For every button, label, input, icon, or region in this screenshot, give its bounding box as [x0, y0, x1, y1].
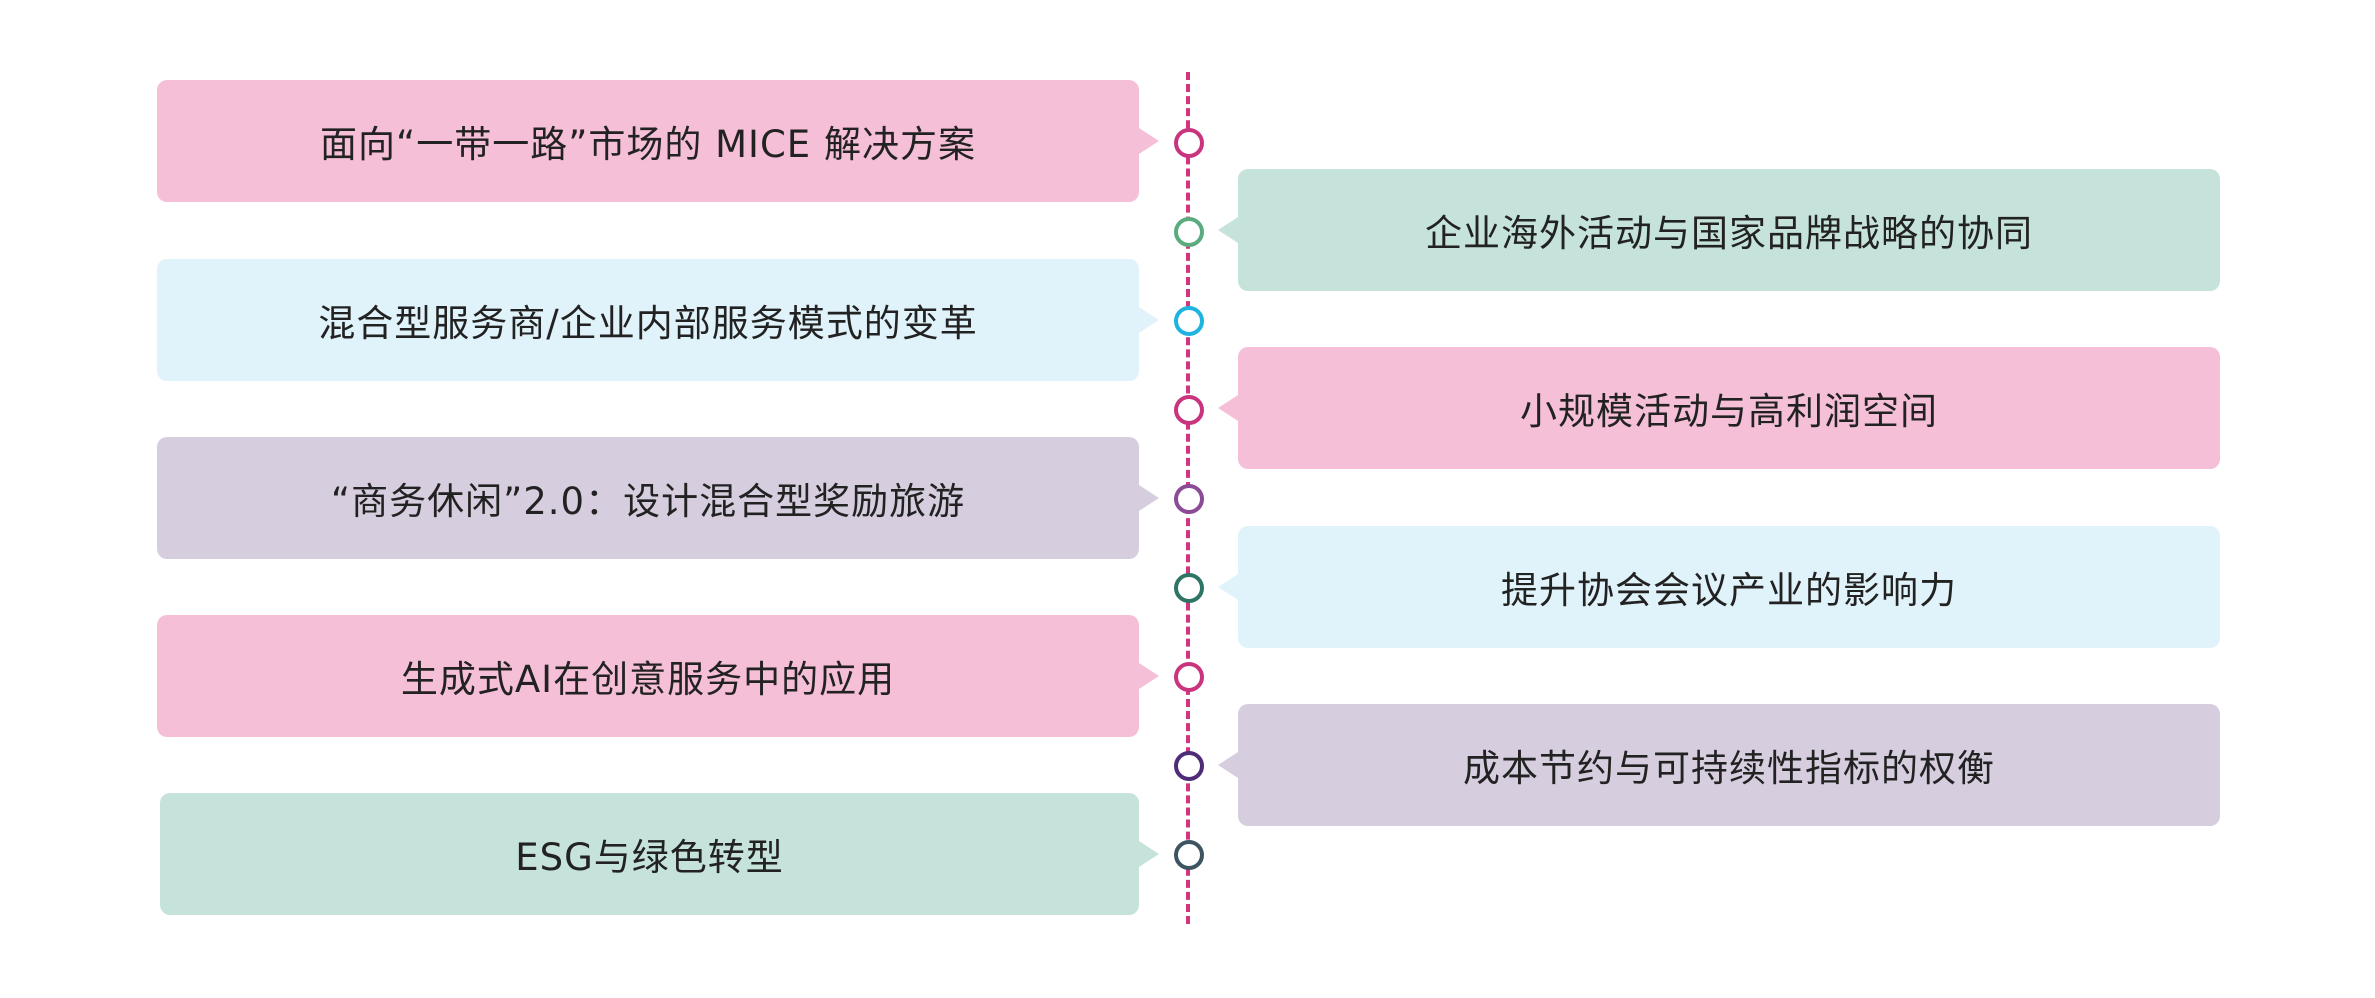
right-item-3-pointer: [1218, 574, 1238, 600]
left-item-5-label: ESG与绿色转型: [515, 836, 784, 879]
left-item-4-label: 生成式AI在创意服务中的应用: [400, 658, 896, 701]
node-right-2: [1174, 395, 1204, 425]
right-item-1: 企业海外活动与国家品牌战略的协同: [1218, 169, 2220, 291]
right-item-4: 成本节约与可持续性指标的权衡: [1218, 704, 2220, 826]
node-right-4: [1174, 751, 1204, 781]
left-item-3-label: “商务休闲”2.0：设计混合型奖励旅游: [330, 480, 966, 523]
right-item-2-pointer: [1218, 395, 1238, 421]
left-item-1-label: 面向“一带一路”市场的 MICE 解决方案: [320, 123, 976, 166]
right-item-4-pointer: [1218, 752, 1238, 778]
right-item-4-label: 成本节约与可持续性指标的权衡: [1463, 747, 1995, 790]
left-item-2-label: 混合型服务商/企业内部服务模式的变革: [318, 302, 978, 345]
node-right-3: [1174, 573, 1204, 603]
node-right-1: [1174, 217, 1204, 247]
left-item-2-pointer: [1139, 307, 1159, 333]
right-item-2-label: 小规模活动与高利润空间: [1520, 390, 1938, 433]
right-item-1-label: 企业海外活动与国家品牌战略的协同: [1425, 212, 2033, 255]
node-left-4: [1174, 662, 1204, 692]
node-left-5: [1174, 840, 1204, 870]
left-item-5-pointer: [1139, 841, 1159, 867]
node-left-1: [1174, 128, 1204, 158]
left-item-1: 面向“一带一路”市场的 MICE 解决方案: [157, 80, 1159, 202]
left-item-3-pointer: [1139, 485, 1159, 511]
left-item-2: 混合型服务商/企业内部服务模式的变革: [157, 259, 1159, 381]
right-item-1-pointer: [1218, 217, 1238, 243]
left-item-3: “商务休闲”2.0：设计混合型奖励旅游: [157, 437, 1159, 559]
right-item-3-label: 提升协会会议产业的影响力: [1501, 569, 1957, 612]
node-left-3: [1174, 484, 1204, 514]
left-item-4-pointer: [1139, 663, 1159, 689]
right-item-2: 小规模活动与高利润空间: [1218, 347, 2220, 469]
right-item-3: 提升协会会议产业的影响力: [1218, 526, 2220, 648]
left-item-4: 生成式AI在创意服务中的应用: [157, 615, 1159, 737]
left-item-5: ESG与绿色转型: [160, 793, 1159, 915]
node-left-2: [1174, 306, 1204, 336]
left-item-1-pointer: [1139, 128, 1159, 154]
